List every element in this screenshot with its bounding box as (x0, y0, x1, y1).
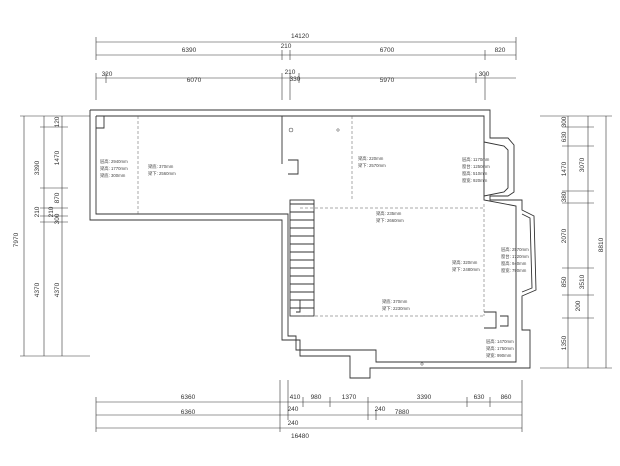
dim-left-outer-a: 3390 (34, 160, 41, 175)
dim-top-2-a: 320 (102, 71, 113, 78)
dim-top-1-b: 210 (281, 43, 292, 50)
dim-bottom-1-b: 410 (290, 394, 301, 401)
dim-left-inner-a: 120 (54, 116, 61, 127)
dim-right-outer-b: 3510 (579, 274, 586, 289)
dim-left-inner-c: 870 (54, 192, 61, 203)
walls (89, 109, 537, 379)
dim-bottom-2-a: 6360 (181, 409, 196, 416)
dim-left-inner-e: 300 (54, 213, 61, 224)
room-note: 层高: 1170mm (462, 156, 490, 163)
room-note: 梁下: 2570mm (358, 162, 386, 169)
room-note: 梁底: 370mm (148, 163, 174, 170)
dim-top-2-f: 300 (479, 71, 490, 78)
dim-top-2-c: 210 (285, 69, 296, 76)
room-note: 窗宽: 920mm (462, 177, 488, 184)
room-note: 梁高: 1750mm (486, 345, 514, 352)
dim-right-inner-b: 630 (561, 131, 568, 142)
dim-bottom-1-small-b: 240 (375, 406, 386, 413)
dim-right-inner-g: 200 (575, 300, 582, 311)
top-dimensions (95, 37, 517, 100)
room-note: 梁宽: 990mm (486, 352, 512, 359)
room-note: 窗台: 1720mm (501, 253, 529, 260)
dim-top-total: 14120 (291, 33, 309, 40)
dim-bottom-2-c: 7880 (395, 409, 410, 416)
room-note: 窗高: 940mm (501, 260, 527, 267)
dim-bottom-1-f: 630 (474, 394, 485, 401)
room-note: 层高: 1470mm (486, 338, 514, 345)
room-note: 窗宽: 790mm (501, 267, 527, 274)
dim-right-inner-f: 850 (561, 276, 568, 287)
dim-right-inner-d: 380 (561, 191, 568, 202)
dim-bottom-1-a: 6360 (181, 394, 196, 401)
dim-right-total: 8810 (598, 237, 605, 252)
dim-bottom-1-c: 980 (311, 394, 322, 401)
room-note: 窗高: 510mm (462, 170, 488, 177)
room-notes: 层高: 2940mm 梁高: 1770mm 梁底: 300mm 梁底: 370m… (100, 155, 529, 359)
room-note: 梁高: 235mm (376, 210, 402, 217)
dim-left-inner-d: 210 (48, 206, 55, 217)
dim-left-inner-b: 1470 (54, 150, 61, 165)
dim-bottom-1-d: 1370 (342, 394, 357, 401)
dim-left-inner-f: 4370 (54, 282, 61, 297)
room-note: 梁高: 1770mm (100, 165, 128, 172)
dim-top-2-b: 6070 (187, 77, 202, 84)
room-note: 梁下: 2230mm (382, 305, 410, 312)
dim-right-inner-a: 300 (561, 116, 568, 127)
dim-top-1-c: 6700 (380, 47, 395, 54)
dim-right-inner-h: 1350 (561, 335, 568, 350)
room-note: 梁下: 2560mm (148, 170, 176, 177)
dim-bottom-total: 16480 (291, 433, 309, 440)
dim-right-outer-a: 3070 (579, 157, 586, 172)
beam-lines (137, 116, 485, 317)
room-note: 窗台: 1250mm (462, 163, 490, 170)
dim-right-inner-e: 2070 (561, 228, 568, 243)
room-note: 梁底: 300mm (100, 172, 126, 179)
left-dimensions (20, 115, 90, 357)
dim-left-total: 7970 (13, 232, 20, 247)
room-note: 梁高: 320mm (452, 259, 478, 266)
dim-top-2-d: 330 (290, 76, 301, 83)
room-note: 梁高: 220mm (358, 155, 384, 162)
dim-top-2-e: 5970 (380, 77, 395, 84)
fixtures (288, 127, 424, 366)
dim-bottom-1-g: 860 (501, 394, 512, 401)
room-note: 梁下: 2480mm (452, 266, 480, 273)
dim-bottom-2-b: 240 (288, 420, 299, 427)
room-note: 层高: 2570mm (501, 246, 529, 253)
dim-bottom-1-small-a: 240 (288, 406, 299, 413)
room-note: 梁底: 370mm (382, 298, 408, 305)
bottom-dimensions (95, 380, 523, 432)
room-note: 层高: 2940mm (100, 158, 128, 165)
dim-left-outer-b: 210 (34, 206, 41, 217)
dim-left-outer-c: 4370 (34, 282, 41, 297)
dim-top-1-a: 6390 (182, 47, 197, 54)
dim-bottom-1-e: 3390 (417, 394, 432, 401)
right-dimensions (540, 115, 612, 369)
dim-right-inner-c: 1470 (561, 161, 568, 176)
dim-top-1-d: 820 (495, 47, 506, 54)
room-note: 梁下: 2660mm (376, 217, 404, 224)
